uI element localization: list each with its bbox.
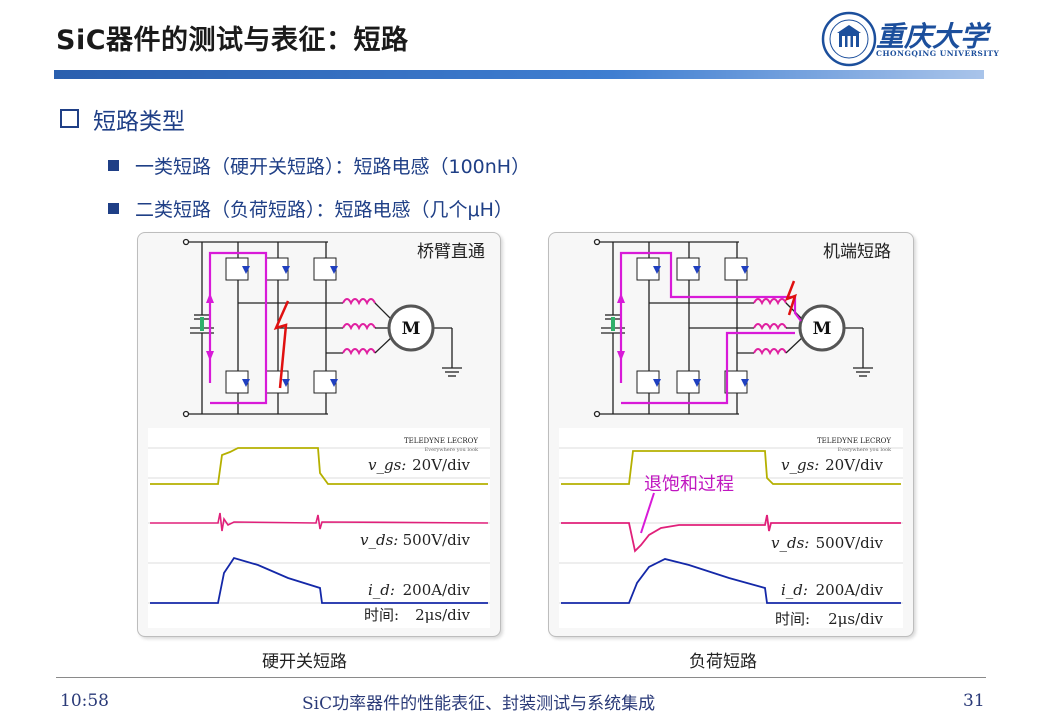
vds-label: v_ds: [360, 531, 398, 549]
footer-title: SiC功率器件的性能表征、封装测试与系统集成 [302, 694, 656, 714]
inductors [342, 298, 376, 356]
id-scale: 200A/div [403, 581, 471, 599]
caption-load-short: 负荷短路 [689, 652, 757, 672]
oscilloscope-capture: 退饱和过程 TELEDYNE LECROY Everywhere you loo… [559, 428, 903, 628]
university-seal-icon [821, 11, 877, 67]
section-heading: 短路类型 [60, 102, 185, 136]
vds-scale: 500V/div [403, 531, 471, 549]
circuit-label: 机端短路 [823, 242, 891, 262]
square-bullet-icon [108, 160, 119, 171]
time-scale: 2μs/div [828, 610, 883, 628]
vds-trace [150, 512, 489, 532]
id-scale: 200A/div [816, 581, 884, 599]
hard-switch-figure: M 桥臂直通 TELEDYNE LECROY Everywhere you lo… [148, 238, 490, 628]
checkbox-bullet-icon [60, 109, 79, 128]
motor-icon [798, 304, 846, 352]
motor-icon [387, 304, 435, 352]
fault-bolt-icon [273, 300, 290, 389]
igbt-switches [636, 257, 748, 394]
vds-label: v_ds: [771, 534, 809, 552]
annotation-arrow [640, 492, 655, 534]
section-heading-text: 短路类型 [93, 109, 185, 135]
bullet-2: 二类短路（负荷短路）：短路电感（几个μH） [108, 195, 513, 222]
vgs-trace [561, 450, 901, 485]
scope-slogan: Everywhere you look [838, 447, 892, 453]
id-trace [561, 558, 901, 604]
load-short-figure: M 机端短路 退饱和过程 TELEDYNE LECROY Everywhere … [559, 238, 903, 628]
footer-rule [56, 677, 986, 678]
caption-hard-switch: 硬开关短路 [262, 652, 347, 672]
title-rule [54, 70, 984, 79]
short-circuit-path [619, 251, 802, 405]
vds-trace [561, 514, 901, 553]
id-label: i_d: [368, 581, 395, 599]
vgs-scale: 20V/div [825, 456, 883, 474]
scope-slogan: Everywhere you look [425, 447, 479, 453]
figure-panel-load-short: M 机端短路 退饱和过程 TELEDYNE LECROY Everywhere … [548, 232, 914, 637]
scope-brand: TELEDYNE LECROY [404, 437, 478, 445]
time-label: 时间: [775, 610, 810, 628]
time-label: 时间: [364, 606, 399, 624]
vds-scale: 500V/div [816, 534, 884, 552]
university-logo-text: 重庆大学 [876, 20, 989, 53]
igbt-switches [225, 257, 337, 394]
page-number: 31 [963, 691, 985, 711]
footer-time: 10:58 [60, 691, 109, 711]
motor-label: M [813, 319, 832, 339]
square-bullet-icon [108, 203, 119, 214]
id-label: i_d: [781, 581, 808, 599]
fault-bolt-icon [784, 280, 797, 316]
figure-panel-hard-switch: M 桥臂直通 TELEDYNE LECROY Everywhere you lo… [137, 232, 501, 637]
vgs-scale: 20V/div [412, 456, 470, 474]
bullet-2-text: 二类短路（负荷短路）：短路电感（几个μH） [135, 199, 513, 221]
motor-label: M [402, 319, 421, 339]
time-scale: 2μs/div [415, 606, 470, 624]
circuit-label: 桥臂直通 [417, 242, 485, 262]
vgs-label: v_gs: [781, 456, 819, 474]
inductors [753, 298, 787, 356]
slide-title: SiC器件的测试与表征：短路 [56, 25, 409, 56]
id-trace [150, 556, 488, 604]
bullet-1: 一类短路（硬开关短路）：短路电感（100nH） [108, 152, 530, 179]
scope-brand: TELEDYNE LECROY [817, 437, 891, 445]
desaturation-annotation: 退饱和过程 [644, 474, 734, 495]
vgs-label: v_gs: [368, 456, 406, 474]
vgs-trace [150, 447, 488, 485]
oscilloscope-capture: TELEDYNE LECROY Everywhere you look v_gs… [148, 428, 490, 628]
bullet-1-text: 一类短路（硬开关短路）：短路电感（100nH） [135, 156, 531, 178]
university-logo-english: CHONGQING UNIVERSITY [876, 49, 1000, 58]
